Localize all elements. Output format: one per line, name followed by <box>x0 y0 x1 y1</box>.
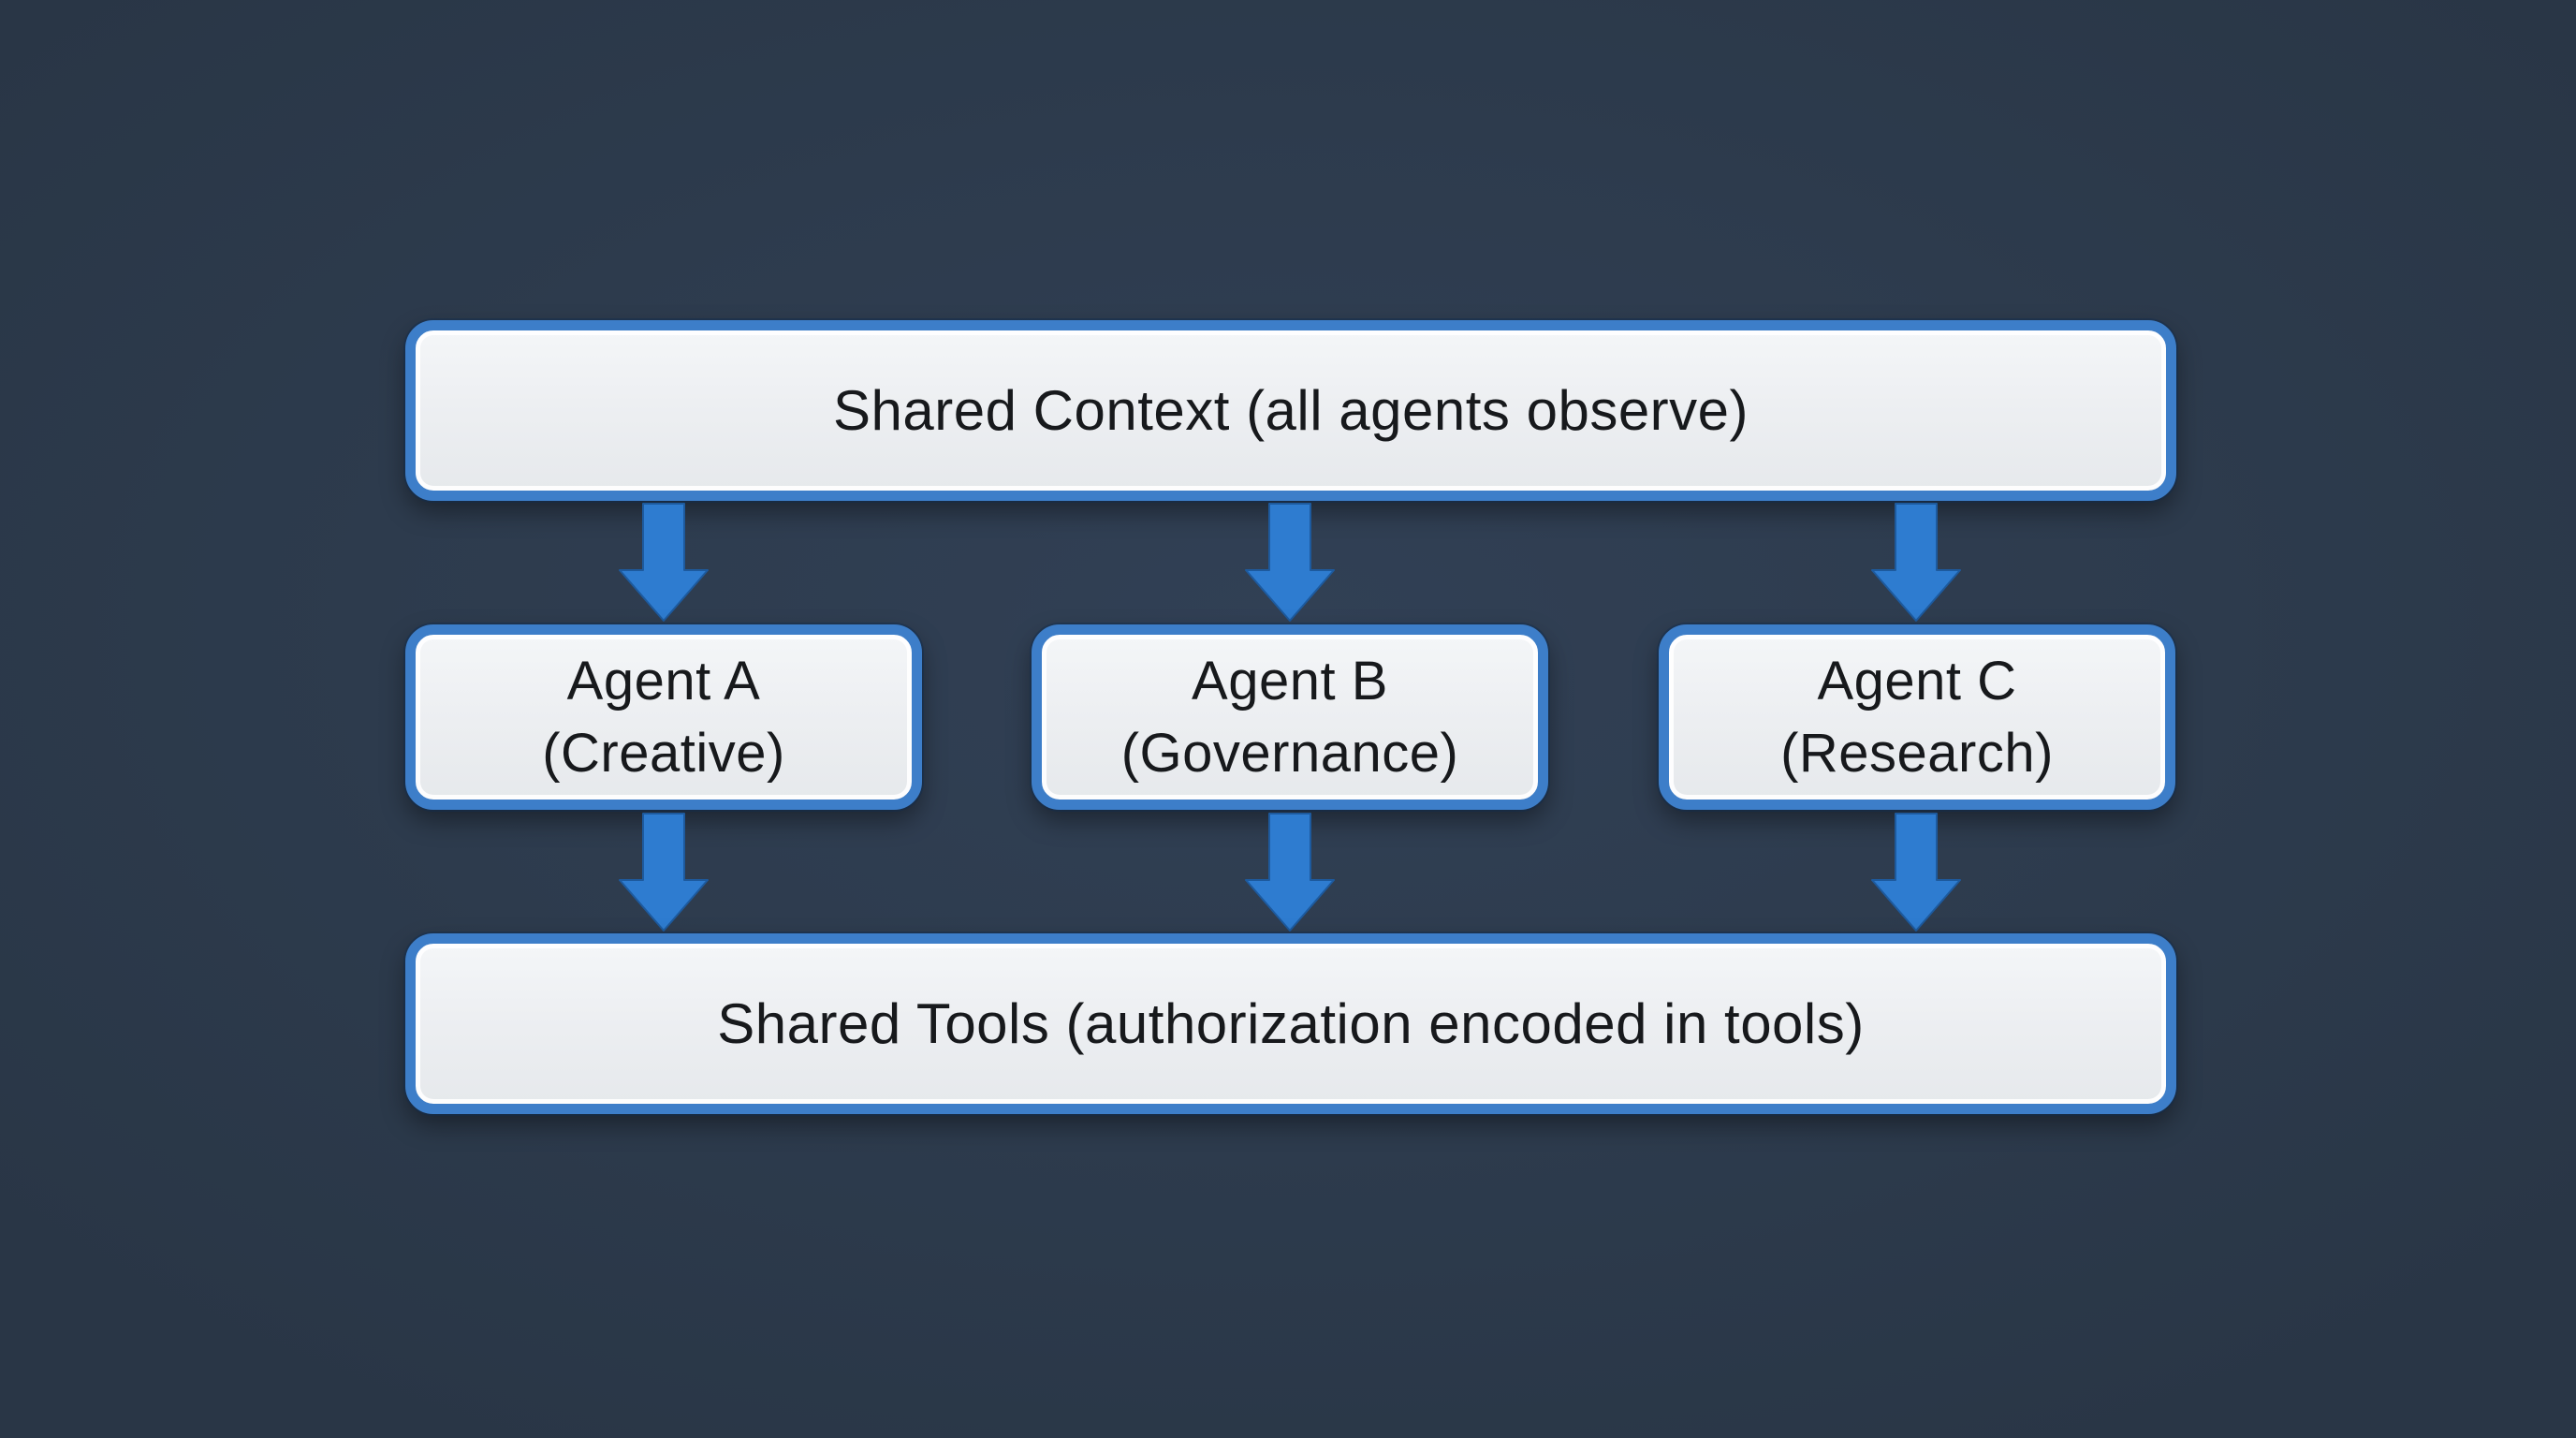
agent-b-role: (Governance) <box>1120 723 1459 784</box>
shared-context-box: Shared Context (all agents observe) <box>405 320 2176 501</box>
arrow-down-icon <box>1869 813 1963 932</box>
agent-c-role: (Research) <box>1780 723 2054 784</box>
agent-a-role: (Creative) <box>542 723 785 784</box>
arrow-down-icon <box>1243 503 1337 623</box>
agent-c-label: Agent C (Research) <box>1780 645 2054 789</box>
agent-a-label: Agent A (Creative) <box>542 645 785 789</box>
agent-c-name: Agent C <box>1817 651 2017 712</box>
agent-c-box: Agent C (Research) <box>1659 624 2175 810</box>
shared-tools-box: Shared Tools (authorization encoded in t… <box>405 933 2176 1114</box>
agent-a-box: Agent A (Creative) <box>405 624 922 810</box>
agent-b-box: Agent B (Governance) <box>1032 624 1548 810</box>
arrow-down-icon <box>617 503 710 623</box>
shared-context-label: Shared Context (all agents observe) <box>832 378 1749 442</box>
agent-b-label: Agent B (Governance) <box>1121 645 1459 789</box>
arrow-down-icon <box>1869 503 1963 623</box>
agent-a-name: Agent A <box>566 651 761 712</box>
arrow-down-icon <box>1243 813 1337 932</box>
agent-b-name: Agent B <box>1192 651 1388 712</box>
arrow-down-icon <box>617 813 710 932</box>
shared-tools-label: Shared Tools (authorization encoded in t… <box>717 991 1865 1055</box>
